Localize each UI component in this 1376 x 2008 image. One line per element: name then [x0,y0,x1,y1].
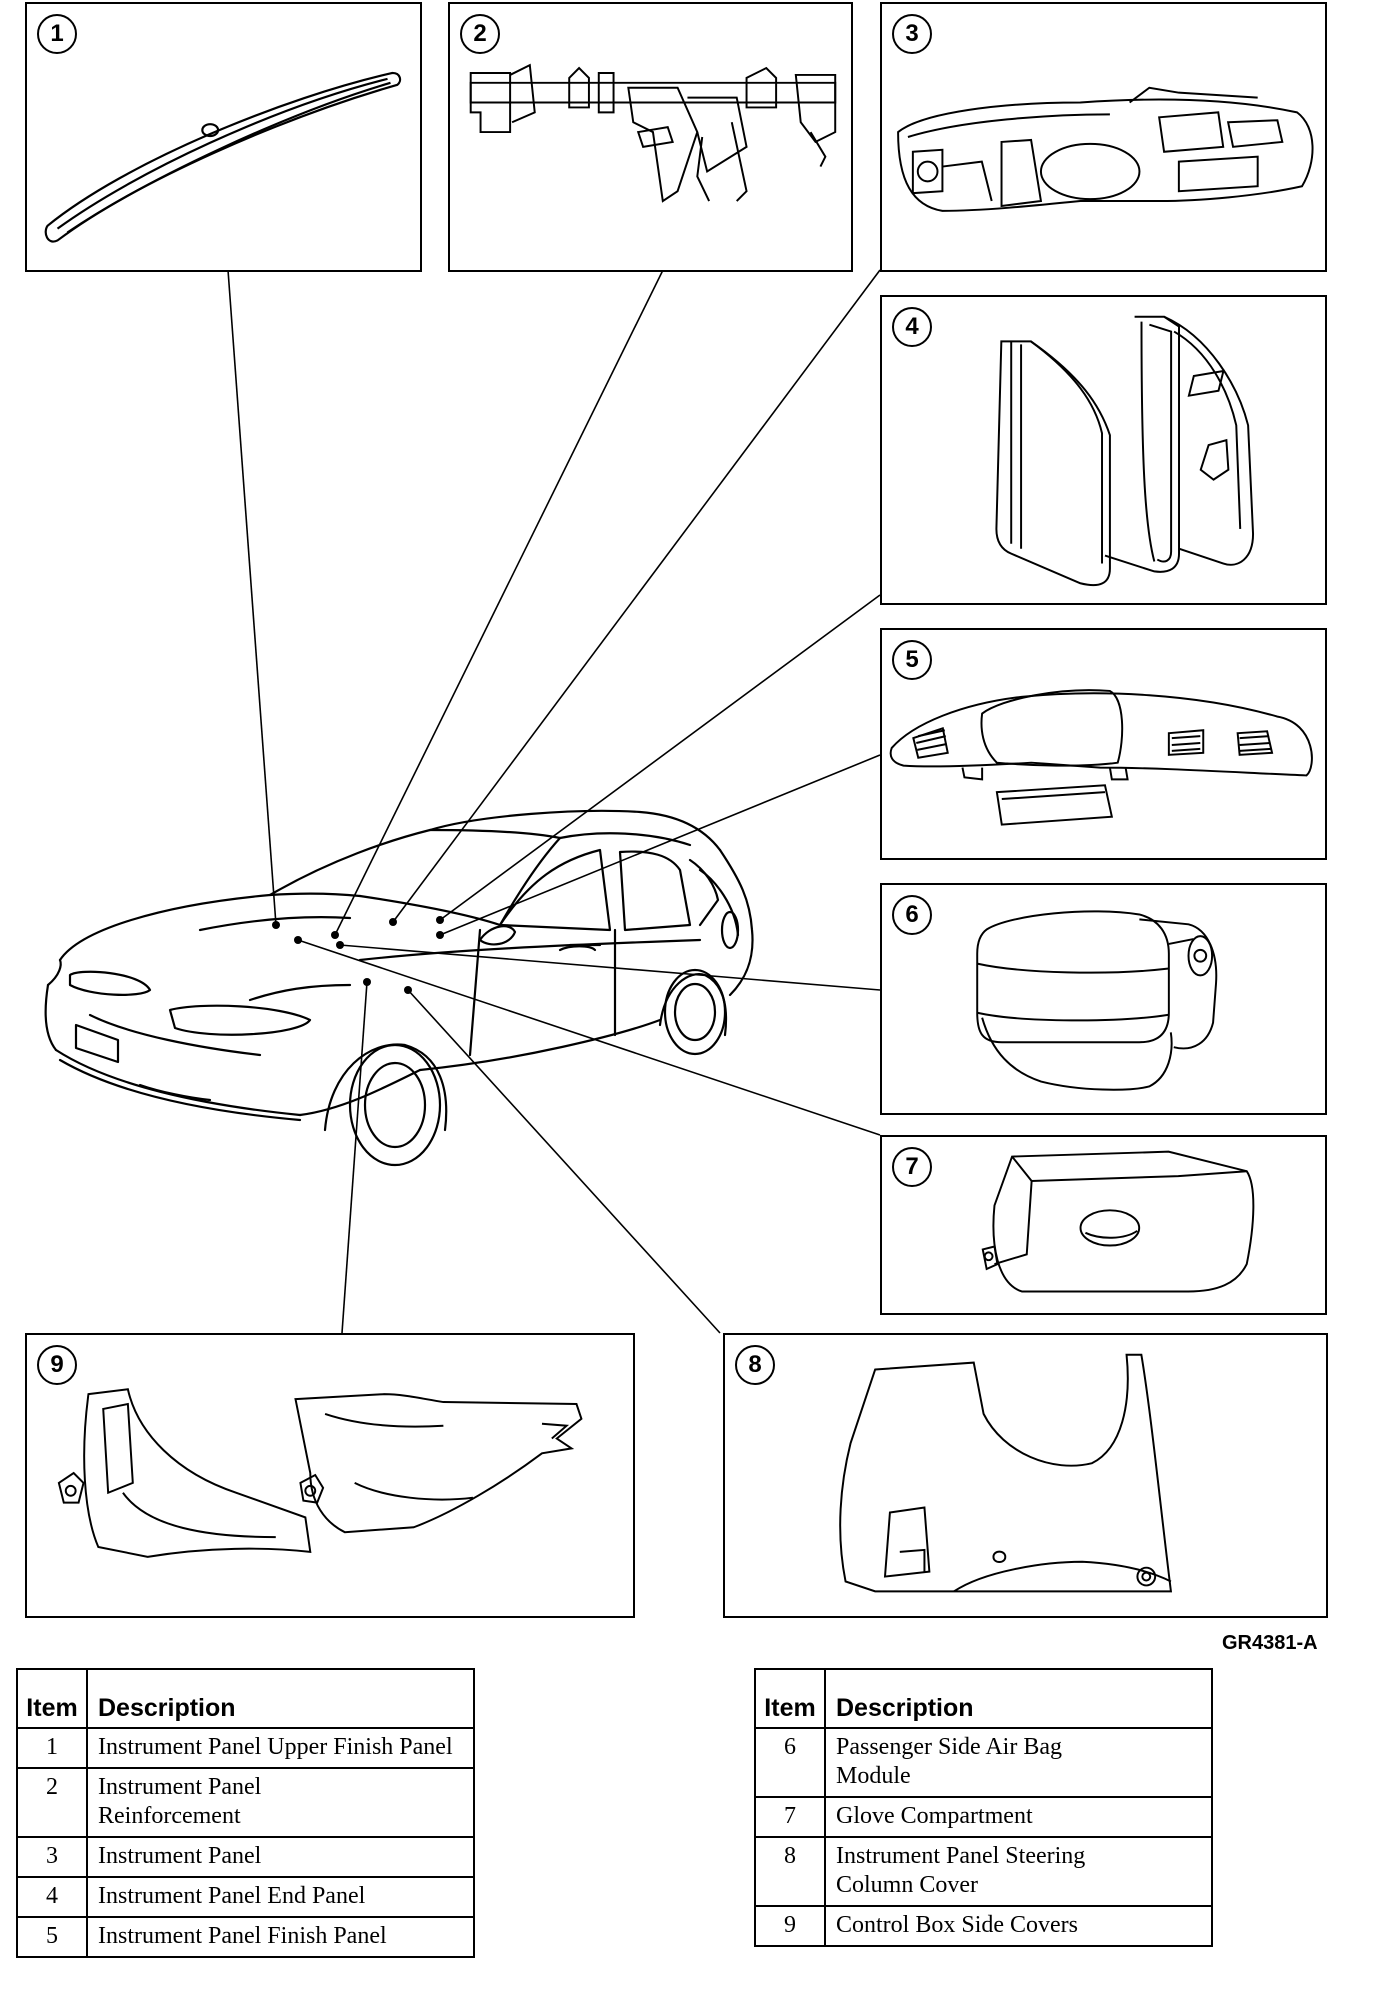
callout-5: 5 [892,640,932,680]
legend-header-row: Item Description [16,1668,475,1729]
panel-1: 1 [25,2,422,272]
item-number: 1 [16,1727,88,1769]
side-covers-icon [57,1388,583,1558]
callout-8: 8 [735,1345,775,1385]
header-description: Description [824,1668,1213,1729]
item-description: Control Box Side Covers [824,1905,1213,1947]
legend-table-right: Item Description 6 Passenger Side Air Ba… [754,1668,1213,1947]
glove-compartment-icon [981,1150,1255,1293]
item-description: Instrument Panel Steering Column Cover [824,1836,1213,1907]
item-description: Instrument Panel End Panel [86,1876,475,1918]
legend-table-left: Item Description 1 Instrument Panel Uppe… [16,1668,475,1958]
item-description: Passenger Side Air Bag Module [824,1727,1213,1798]
upper-finish-panel-icon [44,71,402,243]
item-number: 4 [16,1876,88,1918]
air-bag-module-icon [976,910,1218,1091]
end-panel-icon [995,315,1255,587]
sedan-car-icon [44,809,754,1167]
leader-dots [272,916,444,994]
panel-4: 4 [880,295,1327,605]
table-row: 3 Instrument Panel [16,1836,475,1878]
panel-3: 3 [880,2,1327,272]
item-description: Instrument Panel [86,1836,475,1878]
item-number: 3 [16,1836,88,1878]
item-description: Instrument Panel Upper Finish Panel [86,1727,475,1769]
panel-5: 5 [880,628,1327,860]
item-description: Glove Compartment [824,1796,1213,1838]
table-row: 5 Instrument Panel Finish Panel [16,1916,475,1958]
callout-7: 7 [892,1147,932,1187]
header-item: Item [754,1668,826,1729]
item-number: 6 [754,1727,826,1798]
panel-8: 8 [723,1333,1328,1618]
item-description: Instrument Panel Finish Panel [86,1916,475,1958]
table-row: 8 Instrument Panel Steering Column Cover [754,1836,1213,1907]
table-row: 2 Instrument Panel Reinforcement [16,1767,475,1838]
item-number: 8 [754,1836,826,1907]
callout-6: 6 [892,895,932,935]
table-row: 7 Glove Compartment [754,1796,1213,1838]
finish-panel-icon [889,689,1313,826]
item-number: 9 [754,1905,826,1947]
steering-column-cover-icon [839,1353,1173,1593]
panel-2: 2 [448,2,853,272]
table-row: 1 Instrument Panel Upper Finish Panel [16,1727,475,1769]
header-item: Item [16,1668,88,1729]
item-description: Instrument Panel Reinforcement [86,1767,475,1838]
panel-9: 9 [25,1333,635,1618]
reinforcement-icon [469,63,837,203]
leader-lines [227,269,881,1334]
item-number: 5 [16,1916,88,1958]
table-row: 4 Instrument Panel End Panel [16,1876,475,1918]
callout-1: 1 [37,14,77,54]
table-row: 9 Control Box Side Covers [754,1905,1213,1947]
item-number: 2 [16,1767,88,1838]
callout-3: 3 [892,14,932,54]
item-number: 7 [754,1796,826,1838]
callout-4: 4 [892,307,932,347]
panel-7: 7 [880,1135,1327,1315]
callout-9: 9 [37,1345,77,1385]
header-description: Description [86,1668,475,1729]
figure-code: GR4381-A [1222,1632,1318,1654]
instrument-panel-icon [897,86,1314,212]
legend-header-row: Item Description [754,1668,1213,1729]
callout-2: 2 [460,14,500,54]
table-row: 6 Passenger Side Air Bag Module [754,1727,1213,1798]
panel-6: 6 [880,883,1327,1115]
